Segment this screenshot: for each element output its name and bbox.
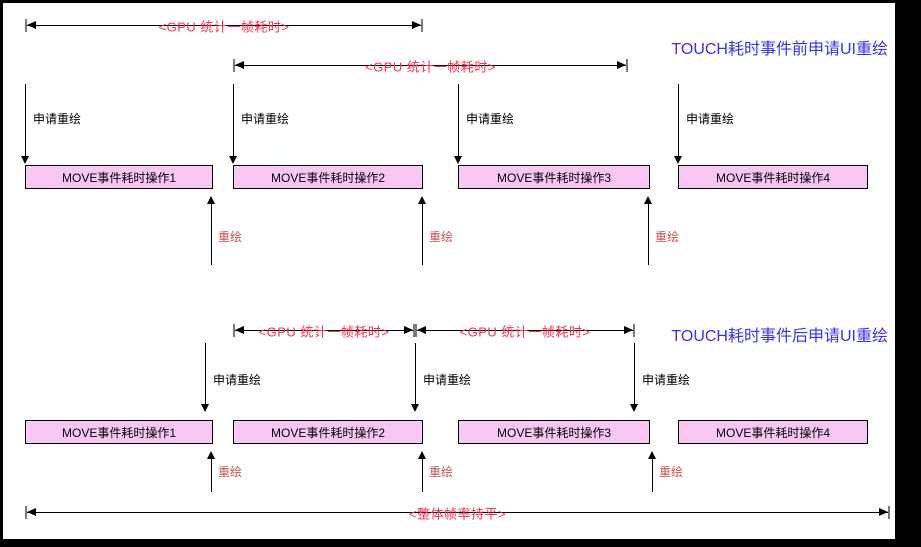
section1-request-redraw-arrow-1 [21,84,29,164]
section2-move-box-3: MOVE事件耗时操作3 [458,420,650,444]
request-redraw-label: 申请重绘 [213,373,262,387]
arrowhead-left-icon [417,326,426,334]
arrow-line [25,25,423,26]
arrowhead-right-icon [624,326,633,334]
arrowhead-left-icon [27,508,36,516]
section2-move-box-4: MOVE事件耗时操作4 [678,420,868,444]
arrow-tick-right [633,324,635,337]
section1-move-box-3: MOVE事件耗时操作3 [458,165,650,189]
section2-gpu-frame-arrow-1: <GPU 统计一帧耗时> [233,324,415,340]
section1-request-redraw-arrow-2 [229,84,237,164]
redraw-label: 重绘 [218,230,243,244]
request-redraw-label: 申请重绘 [423,373,472,387]
overall-framerate-label: <整体帧率持平> [408,506,507,522]
section2-request-redraw-arrow-3 [630,343,638,412]
section1-move-box-1: MOVE事件耗时操作1 [25,165,213,189]
section2-gpu-frame-arrow-2: <GPU 统计一帧耗时> [415,324,635,340]
gpu-frame-arrow-label: <GPU 统计一帧耗时> [365,59,496,75]
arrowhead-left-icon [235,61,244,69]
arrow-tick-right [413,324,415,337]
section1-move-box-2: MOVE事件耗时操作2 [233,165,423,189]
section1-redraw-arrow-3 [644,196,652,265]
request-redraw-label: 申请重绘 [686,112,735,126]
arrow-tick-left [233,324,235,337]
arrowhead-left-icon [27,21,36,29]
arrow-tick-right [421,19,423,32]
section1-redraw-arrow-1 [207,196,215,265]
arrow-line [415,330,635,331]
section2-title: TOUCH耗时事件后申请UI重绘 [671,328,888,345]
arrow-tick-right [888,506,890,519]
arrowhead-right-icon [412,21,421,29]
gpu-frame-arrow-label: <GPU 统计一帧耗时> [459,324,591,340]
section2-redraw-arrow-2 [418,451,426,492]
section2-redraw-arrow-1 [207,451,215,492]
section2-move-box-2: MOVE事件耗时操作2 [233,420,423,444]
section2-request-redraw-arrow-1 [201,343,209,412]
diagram-sheet [1,1,897,541]
redraw-label: 重绘 [659,465,684,479]
arrow-tick-left [25,19,27,32]
redraw-label: 重绘 [655,230,680,244]
redraw-label: 重绘 [218,465,243,479]
section2-redraw-arrow-3 [648,451,656,492]
section1-move-box-4: MOVE事件耗时操作4 [678,165,868,189]
request-redraw-label: 申请重绘 [642,373,691,387]
section1-gpu-frame-arrow-1: <GPU 统计一帧耗时> [25,19,423,35]
section2-move-box-1: MOVE事件耗时操作1 [25,420,213,444]
arrowhead-right-icon [617,61,626,69]
gpu-frame-arrow-label: <GPU 统计一帧耗时> [158,19,290,35]
redraw-label: 重绘 [429,465,454,479]
arrowhead-right-icon [404,326,413,334]
arrow-tick-left [415,324,417,337]
section1-redraw-arrow-2 [418,196,426,265]
section1-title: TOUCH耗时事件前申请UI重绘 [671,41,888,58]
arrow-tick-right [626,59,628,72]
section2-request-redraw-arrow-2 [411,343,419,412]
overall-framerate-arrow: <整体帧率持平> [25,506,890,522]
arrow-tick-left [25,506,27,519]
redraw-label: 重绘 [429,230,454,244]
arrowhead-left-icon [235,326,244,334]
gpu-frame-arrow-label: <GPU 统计一帧耗时> [258,324,390,340]
arrow-line [25,512,890,513]
request-redraw-label: 申请重绘 [33,112,82,126]
arrow-line [233,65,628,66]
section1-request-redraw-arrow-3 [454,84,462,164]
arrow-tick-left [233,59,235,72]
arrow-line [233,330,415,331]
request-redraw-label: 申请重绘 [466,112,515,126]
section1-request-redraw-arrow-4 [674,84,682,164]
arrowhead-right-icon [879,508,888,516]
request-redraw-label: 申请重绘 [241,112,290,126]
section1-gpu-frame-arrow-2: <GPU 统计一帧耗时> [233,59,628,75]
